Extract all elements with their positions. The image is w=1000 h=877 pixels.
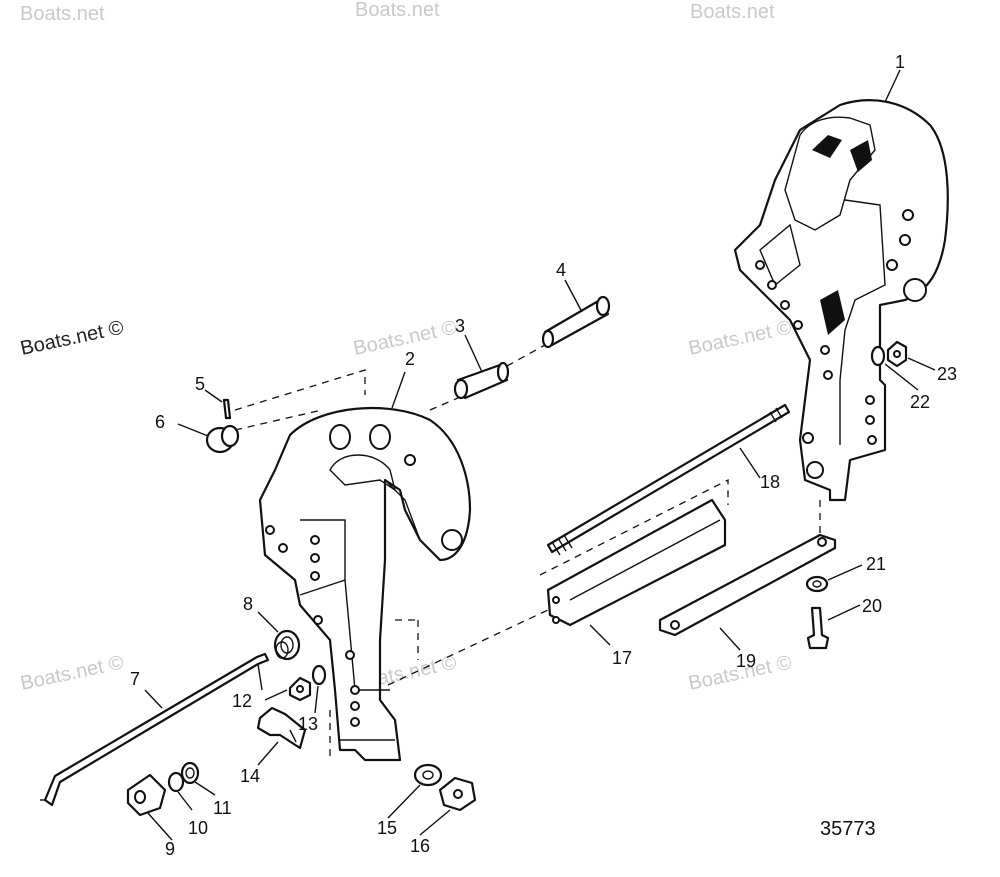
callout-labels: 1 2 3 4 5 6 7 8 9 10 11 12 13 14 15 16 1…	[130, 52, 957, 859]
cap-plug	[205, 424, 240, 454]
tilt-rod	[40, 652, 270, 807]
spacer-tube	[546, 498, 727, 627]
callout-13: 13	[298, 714, 318, 734]
threaded-rod	[546, 403, 791, 556]
hex-nut-large	[438, 776, 477, 812]
callout-23: 23	[937, 364, 957, 384]
watermark-text: Boats.net	[355, 0, 440, 21]
callout-9: 9	[165, 839, 175, 859]
pivot-pin	[541, 295, 611, 349]
hex-bolt	[256, 706, 307, 750]
left-transom-bracket	[258, 406, 472, 762]
washer-small	[805, 575, 829, 593]
bushing	[453, 361, 510, 400]
callout-6: 6	[155, 412, 165, 432]
lock-washer	[311, 664, 327, 686]
callout-7: 7	[130, 669, 140, 689]
callout-17: 17	[612, 648, 632, 668]
callout-3: 3	[455, 316, 465, 336]
cap-nut	[126, 773, 167, 817]
callout-14: 14	[240, 766, 260, 786]
callout-2: 2	[405, 349, 415, 369]
right-transom-bracket	[733, 99, 949, 502]
watermark-text: Boats.net	[20, 3, 105, 25]
spacer-bushing	[180, 761, 200, 785]
callout-15: 15	[377, 818, 397, 838]
washer-bracket	[870, 345, 886, 367]
washer	[167, 771, 185, 793]
callout-1: 1	[895, 52, 905, 72]
callout-8: 8	[243, 594, 253, 614]
watermark-text: Boats.net	[690, 1, 775, 23]
callout-4: 4	[556, 260, 566, 280]
callout-5: 5	[195, 374, 205, 394]
nut-bracket	[886, 340, 908, 368]
callout-19: 19	[736, 651, 756, 671]
callout-11: 11	[213, 798, 232, 818]
cotter-pin	[222, 398, 232, 420]
callout-22: 22	[910, 392, 930, 412]
diagram-number: 35773	[820, 818, 876, 840]
tie-bar	[658, 533, 837, 637]
hex-nut	[288, 676, 312, 702]
callout-16: 16	[410, 836, 430, 856]
callout-10: 10	[188, 818, 208, 838]
callout-21: 21	[866, 554, 886, 574]
watermark-text: Boats.net ©	[18, 652, 125, 695]
callout-20: 20	[862, 596, 882, 616]
leader-lines	[144, 69, 936, 841]
callout-18: 18	[760, 472, 780, 492]
spring	[273, 629, 301, 661]
watermarks: Boats.net Boats.net Boats.net Boats.net …	[18, 0, 793, 695]
bolt-small	[806, 606, 830, 650]
callout-12: 12	[232, 691, 252, 711]
watermark-text: Boats.net ©	[18, 317, 125, 360]
flat-washer	[413, 763, 443, 787]
assembly-lines	[234, 344, 821, 760]
watermark-text: Boats.net ©	[686, 317, 793, 360]
